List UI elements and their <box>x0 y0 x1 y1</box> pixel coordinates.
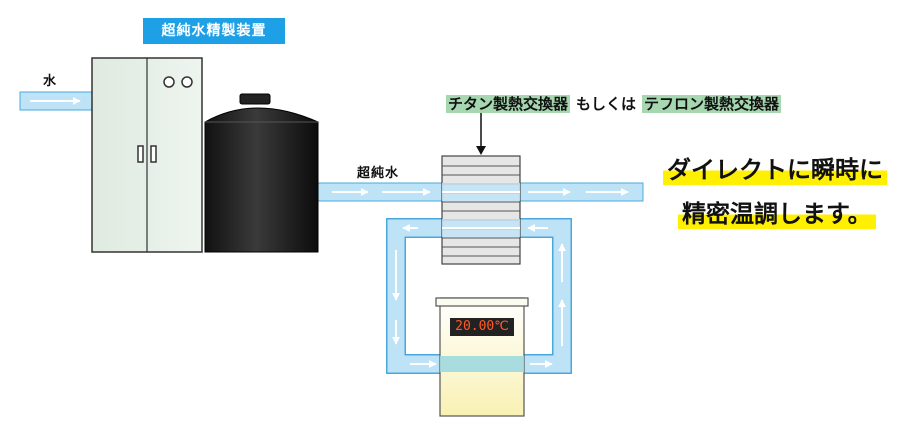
ultrapure-water-label: 超純水 <box>357 166 400 181</box>
titanium-hx-label: チタン製熱交換器 <box>446 95 571 113</box>
chiller-unit <box>435 297 529 417</box>
headline-line-2: 精密温調します。 <box>678 196 876 232</box>
storage-tank <box>204 93 319 253</box>
headline-line-1: ダイレクトに瞬時に <box>663 152 887 188</box>
indicator-lamp-icon <box>163 76 175 88</box>
inlet-pipe <box>19 91 93 111</box>
indicator-lamp-icon <box>181 76 193 88</box>
temperature-display: 20.00℃ <box>450 318 514 336</box>
heat-exchanger <box>441 112 521 265</box>
callout-arrow-head-icon <box>476 146 486 155</box>
door-handle-icon <box>137 145 144 163</box>
circulation-loop <box>386 218 572 374</box>
water-inlet-label: 水 <box>43 74 57 89</box>
equipment-label: 超純水精製装置 <box>143 18 285 44</box>
or-label: もしくは <box>576 95 637 113</box>
heat-exchanger-note: チタン製熱交換器もしくはテフロン製熱交換器 <box>446 89 782 119</box>
teflon-hx-label: テフロン製熱交換器 <box>642 95 782 113</box>
equipment-cabinet <box>91 57 203 253</box>
door-handle-icon <box>150 145 157 163</box>
